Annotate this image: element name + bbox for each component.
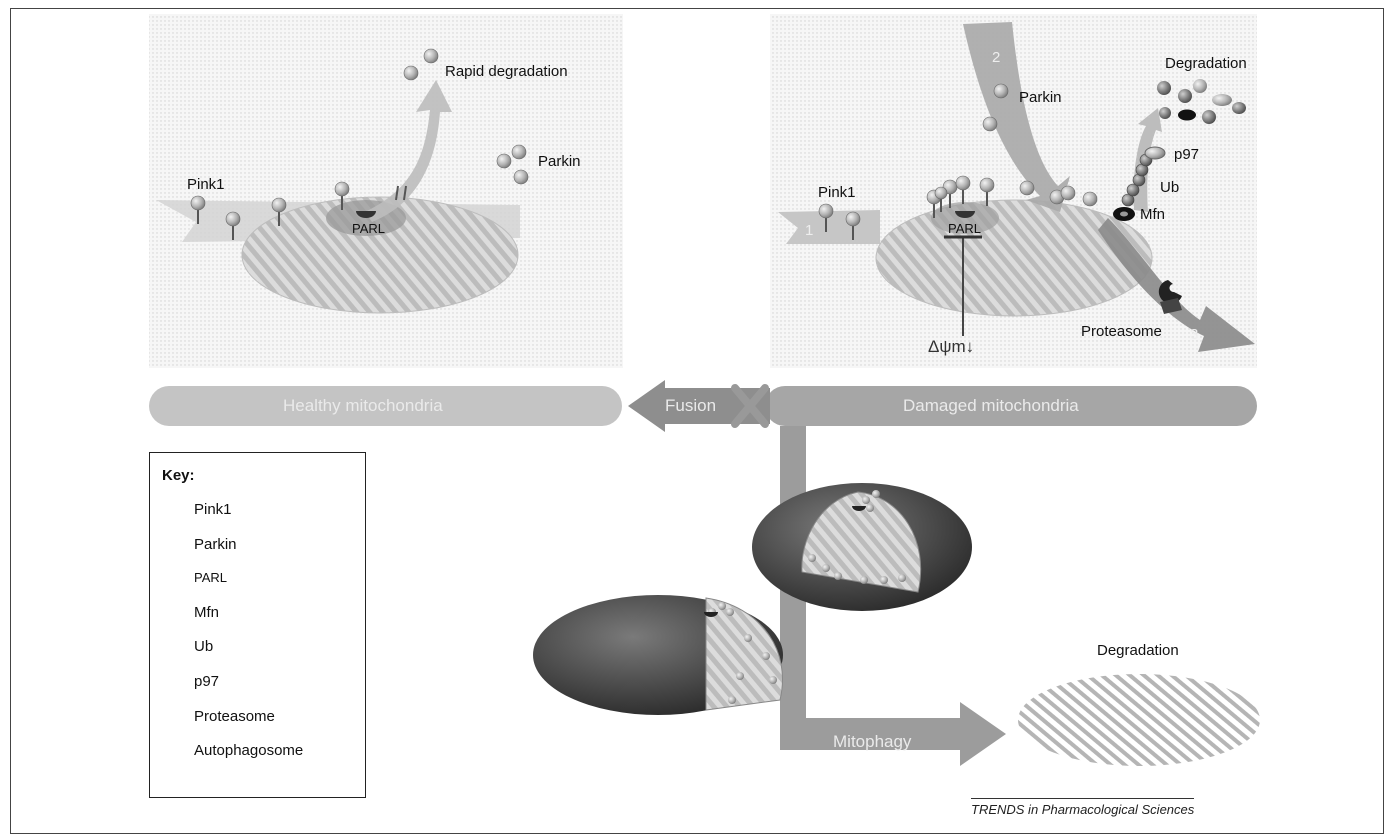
p97-label: p97 [1174, 147, 1199, 162]
key-label-parkin: Parkin [194, 536, 237, 553]
ub-label: Ub [1160, 180, 1179, 195]
key-item-pink1: Pink1 [160, 498, 360, 520]
mitophagy-label: Mitophagy [833, 733, 911, 750]
key-item-autophagosome: Autophagosome [160, 739, 360, 761]
pink1-label-healthy: Pink1 [187, 177, 225, 192]
key-label-p97: p97 [194, 673, 219, 690]
key-item-ub: Ub [160, 635, 360, 657]
membrane-potential-label: Δψm↓ [928, 338, 974, 355]
degradation-label-bottom: Degradation [1097, 643, 1179, 658]
journal-credit: TRENDS in Pharmacological Sciences [971, 798, 1194, 817]
parkin-label-healthy: Parkin [538, 154, 581, 169]
key-item-parl: PARL [160, 567, 360, 589]
step-3-label: 3 [1190, 327, 1198, 342]
key-item-proteasome: Proteasome [160, 705, 360, 727]
parl-label-damaged: PARL [948, 222, 981, 235]
mfn-label: Mfn [1140, 207, 1165, 222]
key-item-parkin: Parkin [160, 533, 360, 555]
healthy-mitochondria-label: Healthy mitochondria [283, 397, 443, 414]
step-2-label: 2 [992, 50, 1000, 65]
proteasome-label: Proteasome [1081, 324, 1162, 339]
key-label-proteasome: Proteasome [194, 708, 275, 725]
key-item-mfn: Mfn [160, 601, 360, 623]
key-label-mfn: Mfn [194, 604, 219, 621]
parl-label-healthy: PARL [352, 222, 385, 235]
pink1-label-damaged: Pink1 [818, 185, 856, 200]
key-title: Key: [162, 467, 195, 484]
damaged-mitochondria-label: Damaged mitochondria [903, 397, 1079, 414]
fusion-label: Fusion [665, 397, 716, 414]
rapid-degradation-label: Rapid degradation [445, 64, 568, 79]
degradation-label-top: Degradation [1165, 56, 1247, 71]
key-label-pink1: Pink1 [194, 501, 232, 518]
key-legend: Key: Pink1 Parkin PARL Mfn Ub p97 Protea… [149, 452, 366, 798]
key-item-p97: p97 [160, 670, 360, 692]
parkin-label-damaged: Parkin [1019, 90, 1062, 105]
step-1-label: 1 [805, 223, 813, 238]
key-label-autophagosome: Autophagosome [194, 742, 303, 759]
key-label-parl: PARL [194, 570, 227, 585]
key-label-ub: Ub [194, 638, 213, 655]
